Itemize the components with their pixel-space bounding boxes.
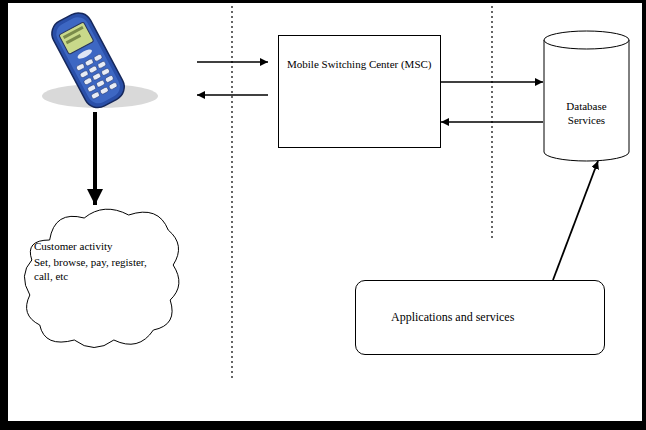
- phone-icon: [42, 8, 158, 112]
- node-label: Database Services: [551, 100, 622, 128]
- node-label: Customer activity: [34, 240, 162, 254]
- connector-arrow: [441, 81, 543, 82]
- node-label: Mobile Switching Center (MSC): [287, 58, 432, 72]
- frame-top: [0, 0, 646, 3]
- frame-right: [642, 0, 646, 430]
- frame-bottom: [0, 421, 646, 430]
- node-body: Set, browse, pay, register, call, etc: [34, 256, 162, 284]
- process-box: Mobile Switching Center (MSC): [278, 35, 441, 148]
- signal-arrow: [197, 94, 268, 95]
- signal-arrow: [197, 61, 268, 62]
- database-cylinder: Database Services: [543, 30, 630, 162]
- cylinder-outline: [543, 30, 630, 162]
- connector-arrow: [553, 161, 598, 280]
- node-label: Applications and services: [391, 310, 592, 325]
- activity-cloud: Customer activitySet, browse, pay, regis…: [18, 200, 186, 355]
- separator-line: [491, 6, 492, 240]
- activity-arrow: [93, 112, 97, 205]
- connector-arrow: [441, 121, 543, 122]
- frame-left: [0, 0, 8, 430]
- service-box: Applications and services: [355, 280, 605, 355]
